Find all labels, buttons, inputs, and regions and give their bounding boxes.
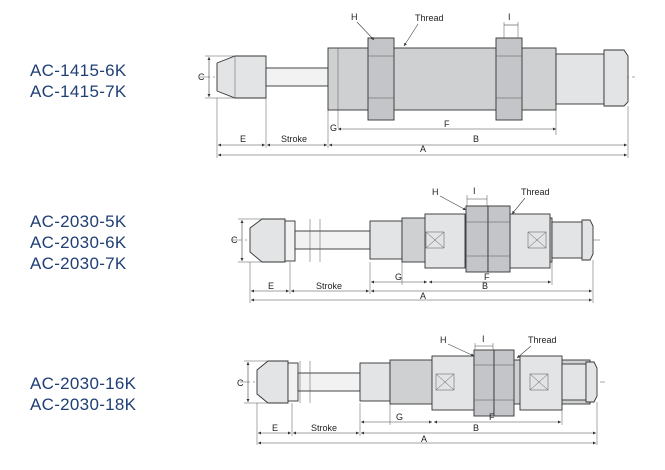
model-label: AC-2030-5K <box>30 212 127 231</box>
dim-label-thread: Thread <box>528 335 557 345</box>
dim-label-i: I <box>482 334 485 344</box>
dim-label-f: F <box>444 119 450 129</box>
dim-label-a: A <box>420 144 426 154</box>
dim-label-g: G <box>396 412 403 422</box>
dim-label-c: C <box>231 235 238 245</box>
dim-label-stroke: Stroke <box>316 281 342 291</box>
model-label: AC-2030-16K <box>30 374 137 393</box>
model-label: AC-1415-6K <box>30 61 127 80</box>
model-group-1: AC-1415-6K AC-1415-7K <box>30 60 127 102</box>
dim-label-e: E <box>272 423 278 433</box>
drawing-ac-2030-long: C H I Thread G F E Stroke B A <box>237 334 605 445</box>
dim-label-e: E <box>268 281 274 291</box>
dim-label-thread: Thread <box>521 187 550 197</box>
dim-label-thread: Thread <box>415 13 444 23</box>
model-group-2: AC-2030-5K AC-2030-6K AC-2030-7K <box>30 211 127 274</box>
dim-label-stroke: Stroke <box>281 134 307 144</box>
dim-label-b: B <box>473 134 479 144</box>
drawing-ac-1415: C H Thread I G F E Stroke B A <box>198 12 635 158</box>
model-group-3: AC-2030-16K AC-2030-18K <box>30 373 136 415</box>
drawing-ac-2030-std: C H I Thread G F E Stroke B A <box>231 186 600 303</box>
dim-label-e: E <box>240 134 246 144</box>
model-label: AC-1415-7K <box>30 82 127 101</box>
dim-label-h: H <box>440 335 447 345</box>
dim-label-h: H <box>432 187 439 197</box>
model-label: AC-2030-18K <box>30 395 137 414</box>
dim-label-b: B <box>473 423 479 433</box>
dim-label-f: F <box>489 412 495 422</box>
dim-label-i: I <box>508 12 511 22</box>
dim-label-a: A <box>420 291 426 301</box>
dim-label-a: A <box>421 434 427 444</box>
dim-label-f: F <box>484 272 490 282</box>
model-label: AC-2030-6K <box>30 233 127 252</box>
dim-label-g: G <box>395 272 402 282</box>
dim-label-b: B <box>482 281 488 291</box>
dim-label-h: H <box>351 12 358 22</box>
model-label: AC-2030-7K <box>30 254 127 273</box>
dim-label-c: C <box>198 72 205 82</box>
dim-label-stroke: Stroke <box>311 423 337 433</box>
dim-label-g: G <box>330 123 337 133</box>
dim-label-c: C <box>237 378 244 388</box>
dim-label-i: I <box>473 186 476 196</box>
